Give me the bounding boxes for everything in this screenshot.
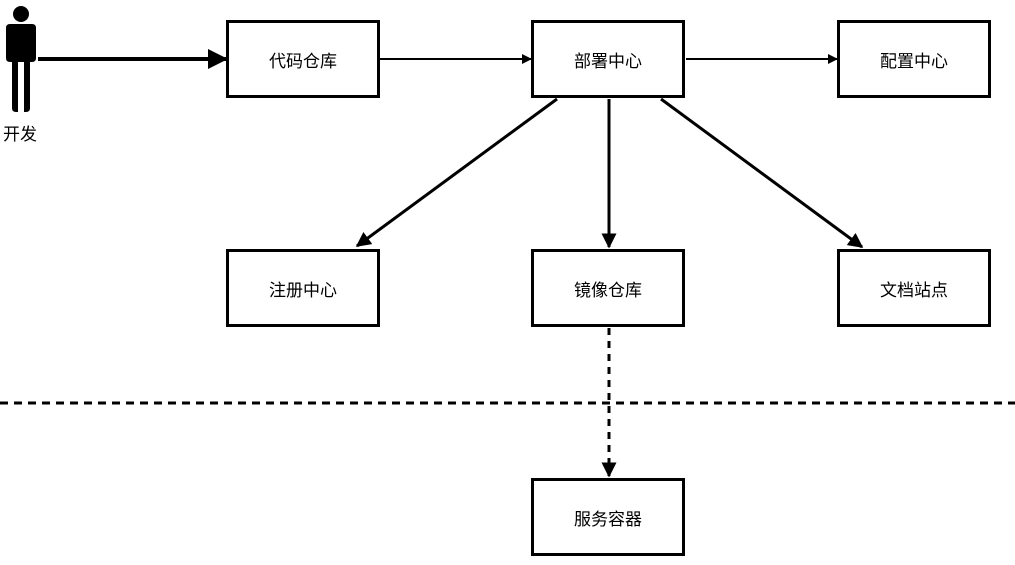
node-registry-center: 注册中心 xyxy=(226,249,380,327)
node-code-repo: 代码仓库 xyxy=(226,20,380,98)
node-config-center: 配置中心 xyxy=(837,20,991,98)
edge-deploy-center-to-registry-center xyxy=(355,97,558,248)
node-image-repo: 镜像仓库 xyxy=(531,249,685,327)
node-deploy-center: 部署中心 xyxy=(531,20,685,98)
person-icon xyxy=(6,6,36,112)
node-doc-site: 文档站点 xyxy=(837,249,991,327)
actor-label: 开发 xyxy=(3,125,37,145)
edge-deploy-center-to-doc-site xyxy=(660,97,864,249)
node-service-container: 服务容器 xyxy=(531,478,685,556)
